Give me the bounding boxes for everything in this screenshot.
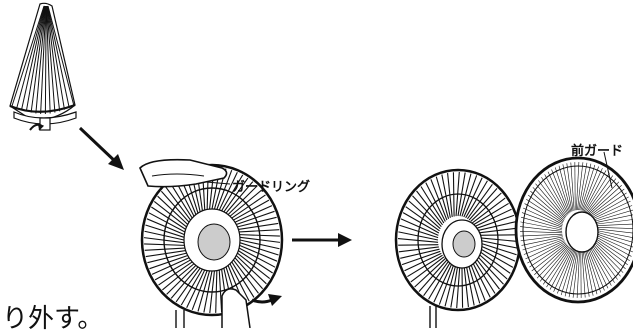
direction-arrow-icon: [292, 233, 352, 247]
diagram-canvas: ガードリング 前ガード り外す。: [0, 0, 633, 328]
diagonal-arrow-icon: [80, 128, 124, 170]
guard-ring-label: ガードリング: [232, 176, 310, 195]
caption-text: り外す。: [2, 298, 103, 335]
diagram-svg: [0, 0, 633, 328]
removed-guard-ring-icon: [10, 3, 76, 130]
front-guard-icon: [516, 158, 633, 302]
front-guard-label: 前ガード: [571, 140, 623, 159]
fan-without-guard-icon: [396, 170, 520, 328]
